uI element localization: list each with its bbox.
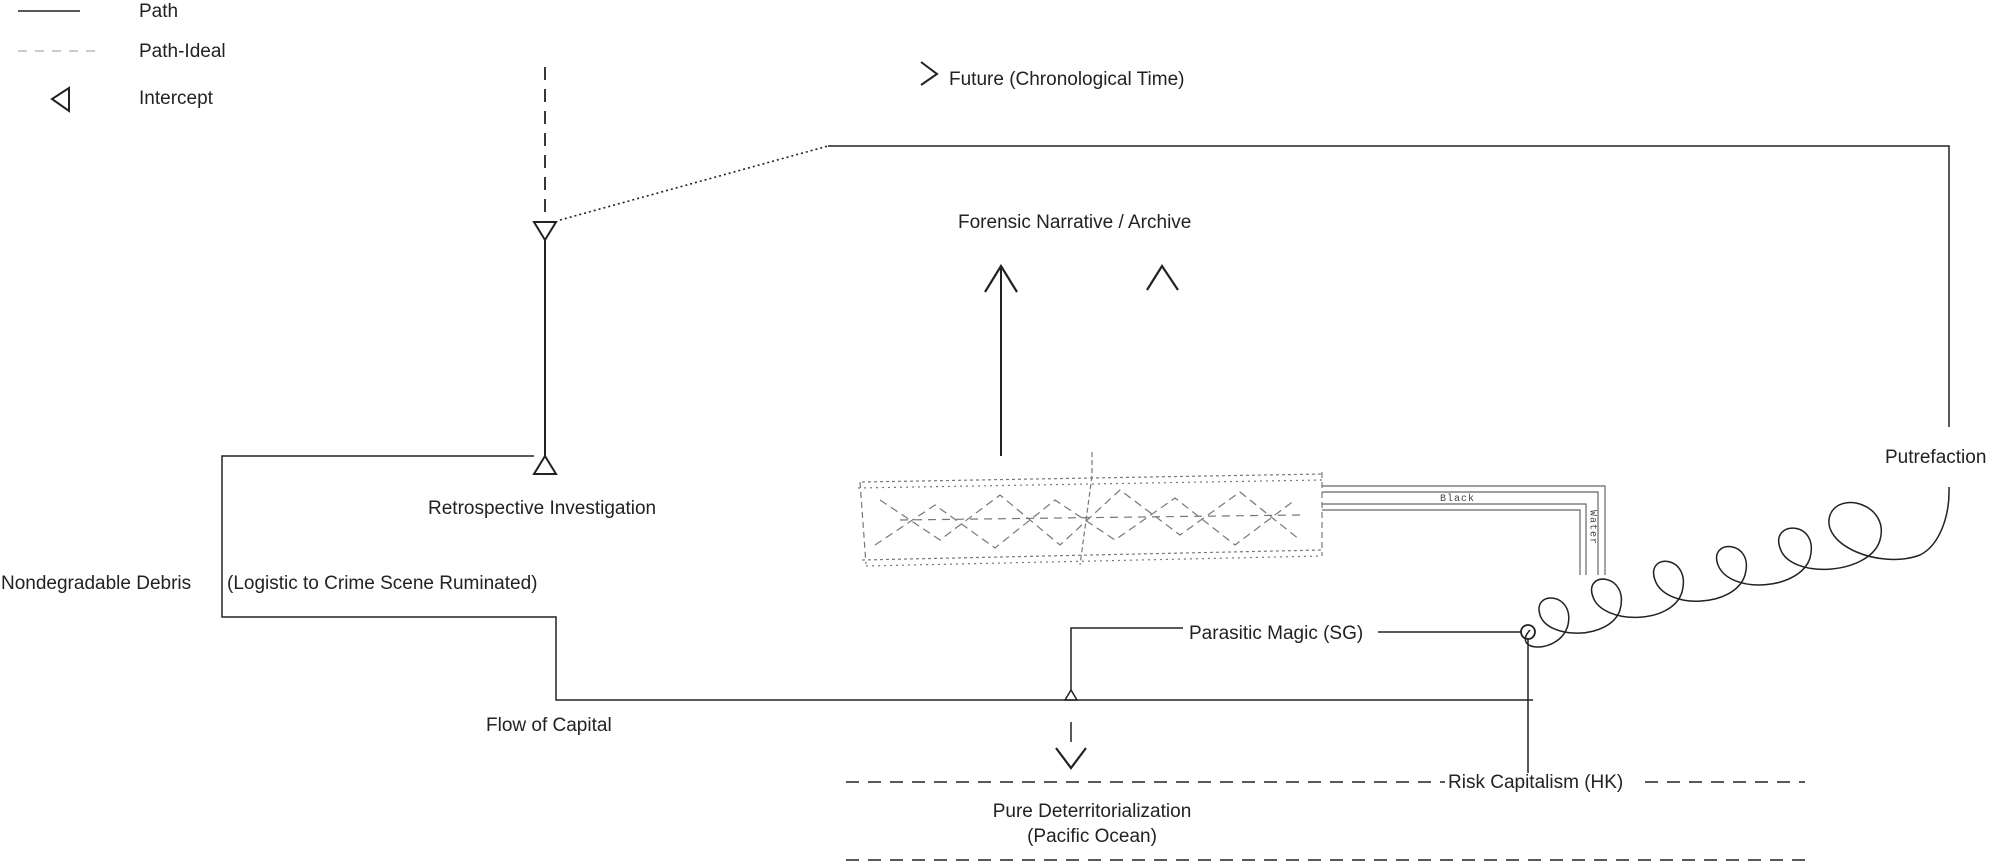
down-arrow-icon	[1055, 747, 1087, 770]
archive-sketch-block	[857, 452, 1323, 567]
top-path-to-putrefaction	[828, 145, 1950, 427]
legend-intercept-label: Intercept	[139, 88, 213, 109]
putrefaction-coil	[1524, 486, 1950, 648]
putrefaction-label: Putrefaction	[1885, 447, 1987, 468]
risk-capitalism-label: Risk Capitalism (HK)	[1448, 772, 1624, 793]
logistic-label: (Logistic to Crime Scene Ruminated)	[227, 573, 538, 594]
debris-loop-path	[221, 455, 1533, 701]
legend-path-ideal-label: Path-Ideal	[139, 41, 226, 62]
water-channel-label: Water	[1587, 510, 1598, 545]
parasitic-branch-left	[1070, 627, 1183, 690]
future-chevron-icon	[920, 61, 939, 86]
flow-intercept-triangle-icon	[1063, 688, 1079, 701]
retrospective-label: Retrospective Investigation	[428, 498, 657, 519]
intercept-down-triangle-icon	[532, 221, 558, 242]
pure-deterritorialization-label: Pure Deterritorialization	[992, 801, 1192, 822]
nondegradable-label: Nondegradable Debris	[1, 573, 192, 594]
black-channel-label: Black	[1440, 493, 1475, 505]
forensic-label: Forensic Narrative / Archive	[958, 212, 1192, 233]
black-water-channel	[1322, 485, 1606, 575]
flow-of-capital-label: Flow of Capital	[486, 715, 612, 736]
future-label: Future (Chronological Time)	[949, 69, 1185, 90]
pacific-ocean-label: (Pacific Ocean)	[1027, 826, 1157, 847]
parasitic-magic-label: Parasitic Magic (SG)	[1189, 623, 1364, 644]
legend-intercept-triangle-icon	[50, 86, 70, 113]
forensic-arrow-head-icon	[984, 263, 1018, 293]
dotted-diagonal-path	[559, 145, 829, 221]
forensic-caret-icon	[1146, 263, 1179, 291]
legend-path-label: Path	[139, 1, 179, 22]
intercept-up-triangle-icon	[532, 454, 558, 475]
